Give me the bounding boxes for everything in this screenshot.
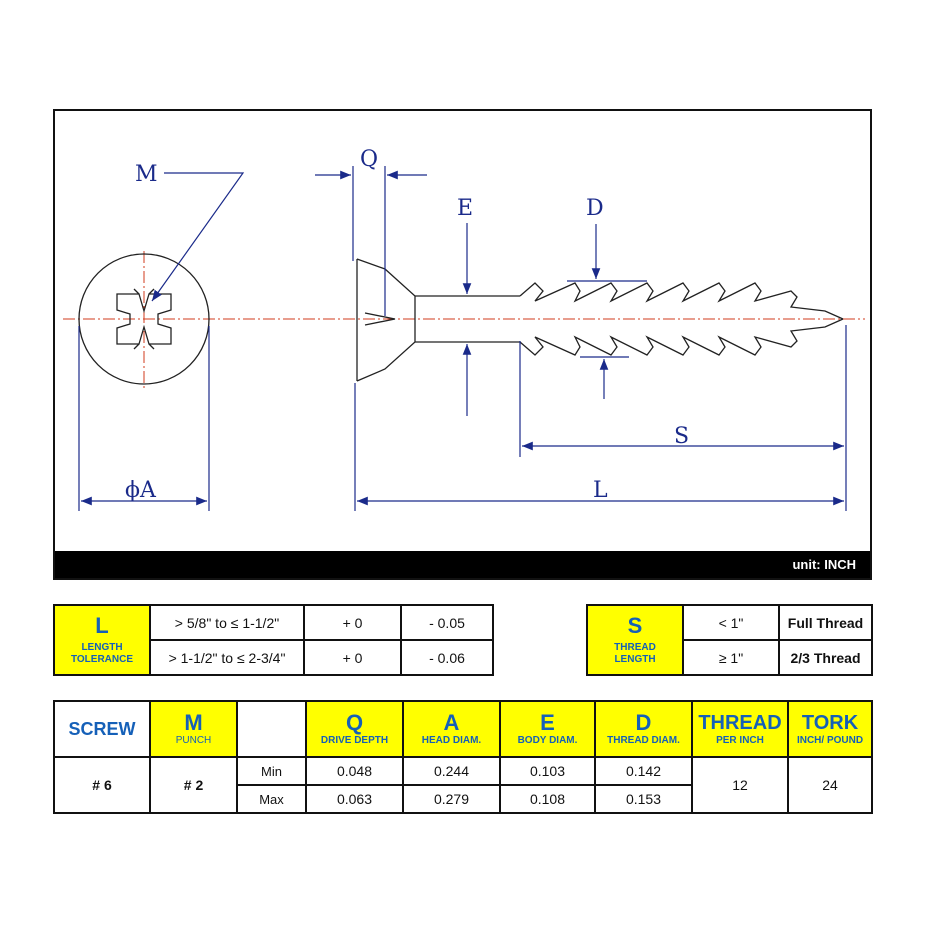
max-head-diam: 0.279 — [402, 784, 501, 814]
thread-length-caption: THREAD LENGTH — [614, 642, 656, 665]
drive-depth-caption: DRIVE DEPTH — [320, 735, 389, 746]
drawing-frame: M ϕA Q E — [53, 109, 872, 580]
max-thread-diam: 0.153 — [594, 784, 693, 814]
screw-label: SCREW — [68, 718, 136, 739]
head-top-view — [78, 253, 210, 385]
min-drive-depth: 0.048 — [305, 756, 404, 786]
thread-per-inch-letter: THREAD — [698, 712, 782, 734]
punch-header: M PUNCH — [149, 700, 238, 758]
torque-value: 24 — [787, 756, 873, 814]
length-range-1: > 5/8" to ≤ 1-1/2" — [149, 604, 305, 641]
a-dimension — [78, 326, 210, 511]
min-label: Min — [236, 756, 307, 786]
head-diam-header: A HEAD DIAM. — [402, 700, 501, 758]
body-diam-header: E BODY DIAM. — [499, 700, 596, 758]
punch-size: # 2 — [149, 756, 238, 814]
minmax-header — [236, 700, 307, 758]
thread-per-inch-caption: PER INCH — [716, 735, 764, 746]
m-leader — [151, 172, 245, 302]
unit-bar: unit: INCH — [55, 551, 870, 578]
thread-value-1: Full Thread — [778, 604, 873, 641]
torque-letter: TORK — [801, 712, 859, 734]
screw-spec-table: SCREW M PUNCH Q DRIVE DEPTH A HEAD DIAM.… — [53, 700, 873, 814]
label-a: ϕA — [125, 478, 157, 503]
length-header: L LENGTH TOLERANCE — [53, 604, 151, 676]
length-minus-1: - 0.05 — [400, 604, 494, 641]
label-l: L — [593, 478, 608, 503]
s-dimension — [519, 325, 847, 511]
thread-diam-header: D THREAD DIAM. — [594, 700, 693, 758]
thread-length-letter: S — [627, 613, 643, 638]
label-e: E — [457, 196, 473, 221]
thread-range-2: ≥ 1" — [682, 639, 780, 676]
length-plus-2: + 0 — [303, 639, 402, 676]
thread-per-inch-header: THREAD PER INCH — [691, 700, 789, 758]
label-s: S — [674, 424, 689, 449]
thread-value-2: 2/3 Thread — [778, 639, 873, 676]
max-label: Max — [236, 784, 307, 814]
punch-letter: M — [184, 710, 203, 735]
q-dimension — [315, 166, 427, 316]
head-diam-letter: A — [443, 710, 460, 735]
screw-drawing: M ϕA Q E — [63, 147, 865, 511]
punch-caption: PUNCH — [175, 735, 212, 746]
length-tolerance-table: L LENGTH TOLERANCE > 5/8" to ≤ 1-1/2" + … — [53, 604, 494, 676]
torque-caption: INCH/ POUND — [796, 735, 864, 746]
body-diam-letter: E — [540, 710, 555, 735]
screw-header: SCREW — [53, 700, 151, 758]
l-dimension — [354, 383, 844, 511]
d-dimension — [567, 224, 647, 399]
length-range-2: > 1-1/2" to ≤ 2-3/4" — [149, 639, 305, 676]
thread-length-table: S THREAD LENGTH < 1" Full Thread ≥ 1" 2/… — [586, 604, 873, 676]
min-head-diam: 0.244 — [402, 756, 501, 786]
thread-diam-letter: D — [635, 710, 652, 735]
max-body-diam: 0.108 — [499, 784, 596, 814]
screw-size: # 6 — [53, 756, 151, 814]
label-d: D — [586, 196, 604, 221]
thread-length-header: S THREAD LENGTH — [586, 604, 684, 676]
screw-side-view — [356, 258, 844, 382]
thread-per-inch-value: 12 — [691, 756, 789, 814]
length-minus-2: - 0.06 — [400, 639, 494, 676]
head-diam-caption: HEAD DIAM. — [421, 735, 482, 746]
max-drive-depth: 0.063 — [305, 784, 404, 814]
label-q: Q — [360, 147, 378, 172]
torque-header: TORK INCH/ POUND — [787, 700, 873, 758]
thread-diam-caption: THREAD DIAM. — [607, 735, 680, 746]
drive-depth-letter: Q — [345, 710, 364, 735]
min-body-diam: 0.103 — [499, 756, 596, 786]
min-thread-diam: 0.142 — [594, 756, 693, 786]
length-caption: LENGTH TOLERANCE — [70, 642, 134, 665]
drive-depth-header: Q DRIVE DEPTH — [305, 700, 404, 758]
length-letter: L — [95, 613, 109, 638]
label-m: M — [135, 162, 158, 187]
length-plus-1: + 0 — [303, 604, 402, 641]
body-diam-caption: BODY DIAM. — [517, 735, 578, 746]
thread-range-1: < 1" — [682, 604, 780, 641]
